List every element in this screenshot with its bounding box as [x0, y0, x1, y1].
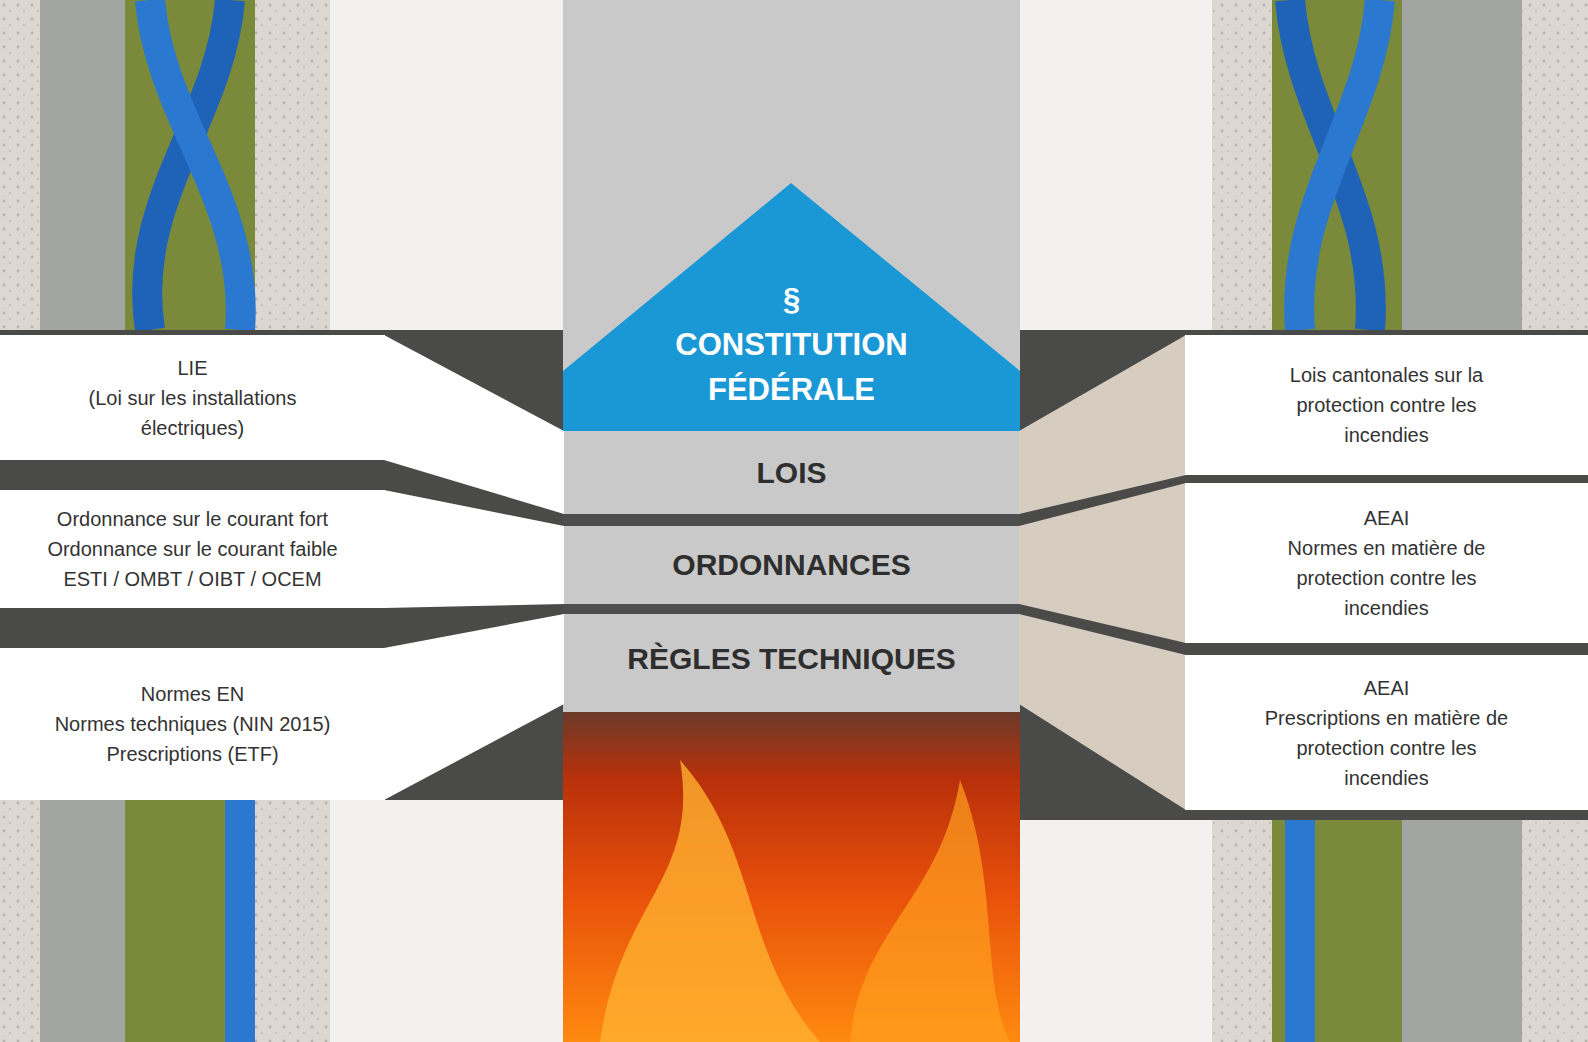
callout-text: Prescriptions (ETF): [106, 739, 278, 769]
constitution-pentagon: §CONSTITUTION FÉDÉRALE: [563, 183, 1020, 431]
callout-pointer: [1019, 614, 1186, 810]
callout-text: ESTI / OMBT / OIBT / OCEM: [63, 564, 321, 594]
pentagon-label: §: [783, 278, 800, 323]
callout-text: (Loi sur les installations électriques): [43, 383, 343, 443]
callout-text: Normes EN: [141, 679, 244, 709]
technical-rules-band: RÈGLES TECHNIQUES: [563, 614, 1020, 704]
callout-text: AEAI: [1364, 503, 1410, 533]
pentagon-label: CONSTITUTION FÉDÉRALE: [632, 323, 952, 413]
callout-text: LIE: [177, 353, 207, 383]
callout-text: Normes techniques (NIN 2015): [55, 709, 331, 739]
callout-text: Ordonnance sur le courant fort: [57, 504, 328, 534]
callout-text: Ordonnance sur le courant faible: [47, 534, 337, 564]
callout-text: Prescriptions en matière de protection c…: [1257, 703, 1517, 793]
callout-box: Ordonnance sur le courant fortOrdonnance…: [0, 490, 385, 608]
band-label: RÈGLES TECHNIQUES: [627, 642, 955, 676]
callout-pointer: [1019, 335, 1186, 514]
band-label: LOIS: [756, 456, 826, 490]
callout-text: Normes en matière de protection contre l…: [1257, 533, 1517, 623]
callout-pointer: [384, 490, 564, 608]
callout-pointer: [384, 335, 564, 514]
callout-text: AEAI: [1364, 673, 1410, 703]
band-label: ORDONNANCES: [672, 548, 910, 582]
callout-pointer: [1019, 483, 1186, 643]
callout-box: AEAINormes en matière de protection cont…: [1185, 483, 1588, 643]
callout-box: Normes ENNormes techniques (NIN 2015)Pre…: [0, 648, 385, 800]
callout-pointer: [384, 614, 564, 800]
callout-box: AEAIPrescriptions en matière de protecti…: [1185, 655, 1588, 810]
callout-box: LIE(Loi sur les installations électrique…: [0, 335, 385, 460]
callout-box: Lois cantonales sur la protection contre…: [1185, 335, 1588, 475]
callout-text: Lois cantonales sur la protection contre…: [1277, 360, 1497, 450]
law-band: LOIS: [563, 431, 1020, 514]
ordinance-band: ORDONNANCES: [563, 526, 1020, 604]
